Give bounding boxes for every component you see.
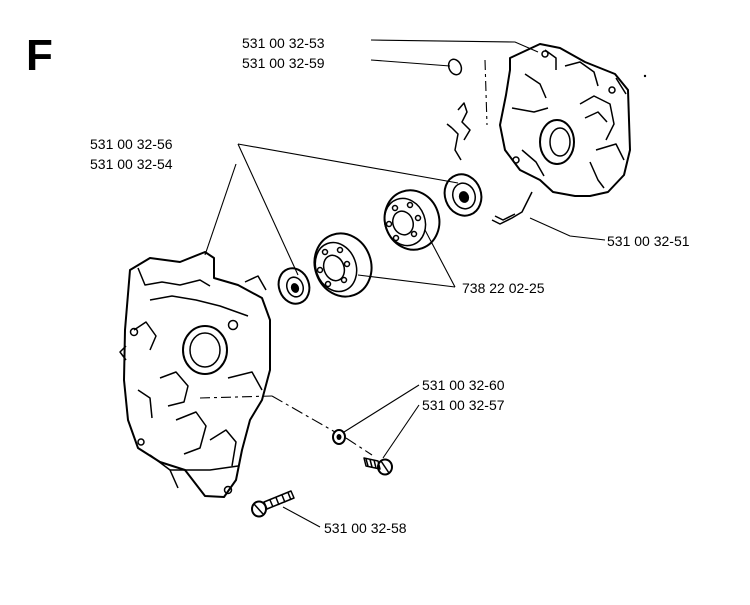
part-label-seal[interactable]: 531 00 32-56 <box>90 136 173 152</box>
assembly-centerline <box>199 59 488 456</box>
leader-seal-left <box>237 143 299 276</box>
part-label-oring[interactable]: 531 00 32-59 <box>242 55 325 71</box>
bearing-left-part[interactable] <box>306 225 381 304</box>
part-label-bearing[interactable]: 738 22 02-25 <box>462 280 545 296</box>
part-label-screw-small[interactable]: 531 00 32-57 <box>422 397 505 413</box>
leader-crankcase-left <box>204 163 237 256</box>
screw-small-part[interactable] <box>363 457 393 476</box>
seal-left-part[interactable] <box>274 264 315 308</box>
gasket-part[interactable] <box>491 191 533 225</box>
bearing-right-part[interactable] <box>376 183 447 258</box>
oring-part[interactable] <box>446 57 464 77</box>
screw-long-part[interactable] <box>251 490 295 518</box>
leader-screw-long <box>282 506 321 528</box>
leader-crankcase-right <box>370 39 539 53</box>
part-label-crankcase-right[interactable]: 531 00 32-53 <box>242 35 325 51</box>
leader-oring <box>370 59 451 67</box>
leader-lines <box>204 39 606 528</box>
part-label-gasket[interactable]: 531 00 32-51 <box>607 233 690 249</box>
crankcase-right-part[interactable] <box>499 43 647 197</box>
seal-right-part[interactable] <box>439 169 487 221</box>
leader-bearing-left <box>357 274 456 288</box>
crankcase-left-part[interactable] <box>119 251 271 498</box>
leader-seal-right <box>237 143 459 184</box>
part-label-screw-long[interactable]: 531 00 32-58 <box>324 520 407 536</box>
leader-bearing-right <box>424 229 456 288</box>
part-label-washer[interactable]: 531 00 32-60 <box>422 377 505 393</box>
leader-screw-small <box>382 404 420 459</box>
leader-washer <box>343 384 420 433</box>
washer-part[interactable] <box>332 429 346 445</box>
section-letter: F <box>26 31 53 80</box>
leader-gasket <box>529 217 606 241</box>
guide-pins-part[interactable] <box>446 102 471 161</box>
part-label-crankcase-left[interactable]: 531 00 32-54 <box>90 156 173 172</box>
